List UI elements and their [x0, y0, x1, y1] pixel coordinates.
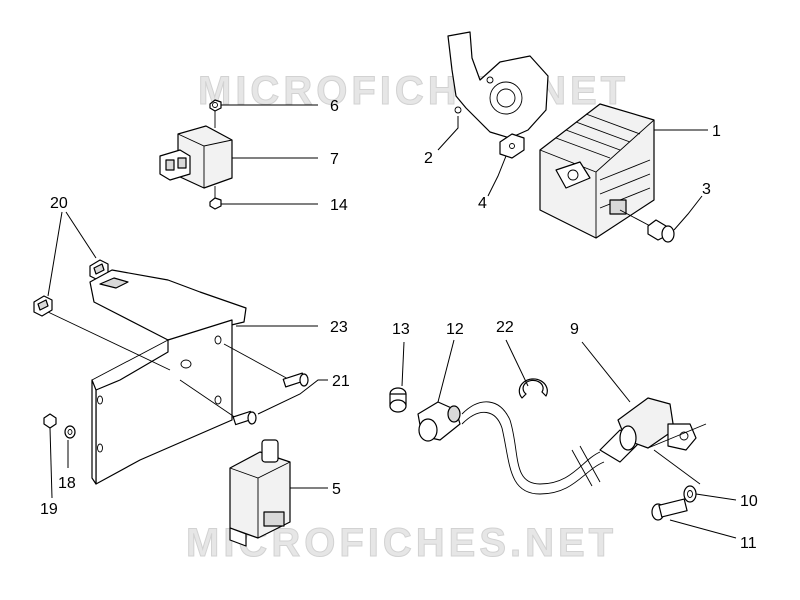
part-22-clamp[interactable]	[518, 378, 548, 399]
part-23-mounting-bracket[interactable]	[47, 269, 247, 485]
part-9-ht-lead-coil[interactable]	[461, 397, 707, 495]
callout-11: 11	[740, 535, 757, 552]
callout-2: 2	[424, 150, 433, 167]
leader-3	[673, 195, 703, 231]
part-12-spark-plug-cap[interactable]	[417, 401, 461, 442]
callout-23: 23	[330, 319, 348, 336]
part-19-nut[interactable]	[43, 413, 57, 429]
part-10-washer[interactable]	[683, 485, 697, 503]
callout-21: 21	[332, 373, 350, 390]
part-3-screw[interactable]	[619, 209, 675, 243]
part-5-ignition-coil[interactable]	[229, 439, 291, 547]
callout-7: 7	[330, 151, 339, 168]
leader-19	[49, 427, 53, 499]
part-21-screw-a[interactable]	[223, 343, 309, 388]
leader-21	[257, 379, 328, 415]
callout-19: 19	[40, 501, 58, 518]
leader-4	[487, 155, 507, 197]
callout-10: 10	[740, 493, 758, 510]
callout-20: 20	[50, 195, 68, 212]
callout-13: 13	[392, 321, 410, 338]
part-13-grommet[interactable]	[389, 387, 407, 413]
callout-12: 12	[446, 321, 464, 338]
part-1-voltage-regulator[interactable]	[539, 103, 655, 239]
callout-1: 1	[712, 123, 721, 140]
leader-20a	[47, 211, 63, 297]
leader-13	[401, 341, 405, 387]
part-11-bolt[interactable]	[651, 498, 688, 521]
leader-9	[581, 341, 631, 403]
part-6-nut[interactable]	[209, 99, 222, 112]
callout-5: 5	[332, 481, 341, 498]
leader-10	[695, 493, 737, 501]
callout-22: 22	[496, 319, 514, 336]
leader-2	[437, 116, 459, 151]
callout-3: 3	[702, 181, 711, 198]
leader-12	[437, 339, 455, 403]
part-7-relay[interactable]	[159, 125, 233, 189]
leader-22	[505, 339, 529, 387]
leader-20b	[65, 211, 97, 259]
part-14-nut[interactable]	[209, 197, 222, 210]
part-2-regulator-bracket[interactable]	[447, 31, 549, 139]
callout-18: 18	[58, 475, 76, 492]
part-4-clip[interactable]	[499, 133, 525, 159]
part-20-clip-b[interactable]	[33, 295, 53, 317]
callout-14: 14	[330, 197, 348, 214]
callout-9: 9	[570, 321, 579, 338]
watermark-top: MICROFICHES.NET	[198, 69, 629, 113]
callout-6: 6	[330, 98, 339, 115]
part-18-washer[interactable]	[64, 425, 76, 439]
callout-4: 4	[478, 195, 487, 212]
leader-11	[669, 519, 737, 539]
part-21-screw-b[interactable]	[179, 379, 257, 426]
